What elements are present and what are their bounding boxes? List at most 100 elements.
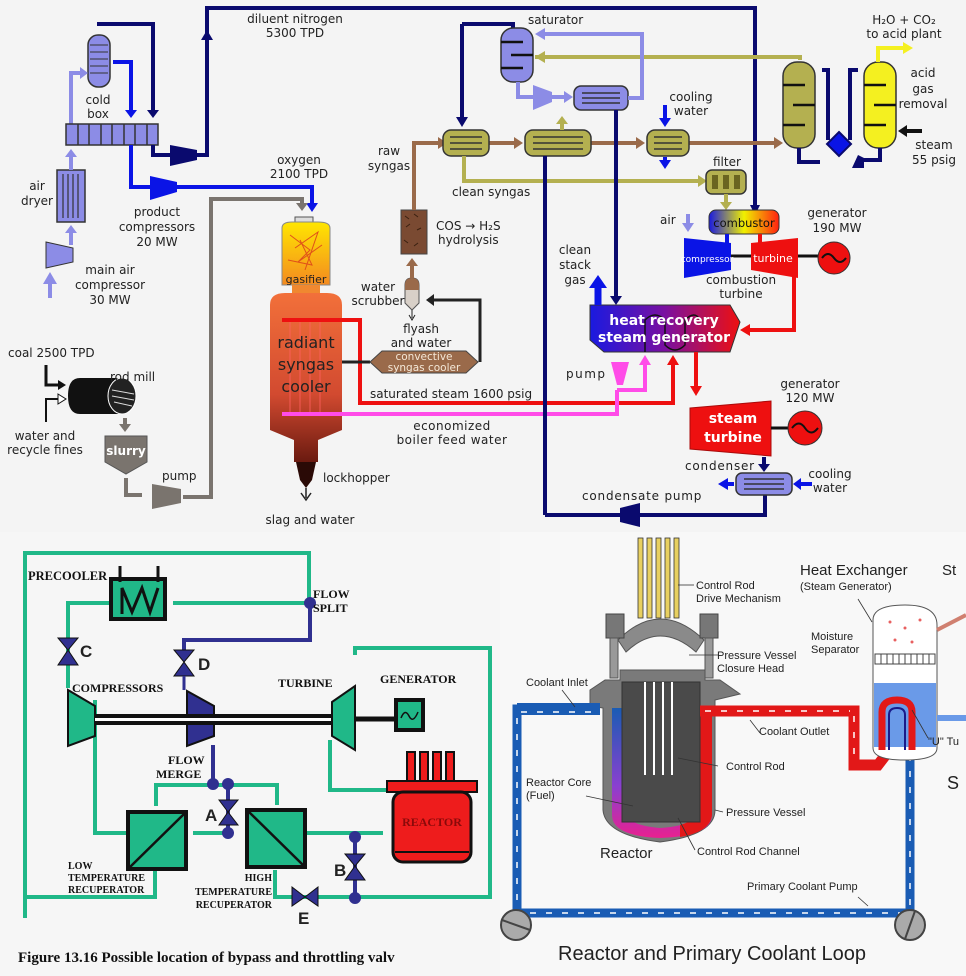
generator <box>394 698 425 732</box>
label-gasifier: gasifier <box>286 273 327 286</box>
valve-b[interactable] <box>343 853 367 881</box>
label-control-rod: Control Rod <box>726 761 785 773</box>
nitrogen-compressor <box>170 145 197 166</box>
label-saturator: saturator <box>528 13 583 27</box>
gt-compressor <box>684 238 731 278</box>
gt-turbine <box>751 238 798 278</box>
label-valve-d: D <box>198 655 210 674</box>
label-clean-syngas: clean syngas <box>452 185 530 199</box>
stack-arrow <box>589 275 607 288</box>
closure-head <box>617 618 705 653</box>
label-s-partial: S <box>947 773 959 793</box>
label-rod-mill: rod mill <box>110 370 155 384</box>
cold-box-column <box>87 34 111 88</box>
steam-turbine <box>689 400 772 457</box>
slurry-tank <box>104 435 148 475</box>
label-condenser: condenser <box>685 459 755 473</box>
primary-coolant-pump-right <box>894 909 926 941</box>
primary-coolant-pump-left <box>500 909 532 941</box>
label-valve-e: E <box>298 909 309 928</box>
clean-syngas-pipe <box>462 156 700 183</box>
feedwater-pipe <box>282 390 619 416</box>
reactor-core <box>621 681 701 823</box>
igcc-diagram <box>43 6 922 527</box>
label-reactor: REACTOR <box>402 815 462 829</box>
label-turbine: turbine <box>753 252 793 265</box>
label-pump-mid: pump <box>566 367 607 381</box>
label-pressure-vessel: Pressure Vessel <box>726 807 805 819</box>
label-steam-generator: (Steam Generator) <box>800 581 892 593</box>
pwr-caption: Reactor and Primary Coolant Loop <box>558 943 866 965</box>
saturator-pump <box>533 85 552 110</box>
steam-generator <box>872 604 966 761</box>
valve-d[interactable] <box>172 649 196 677</box>
label-coolant-inlet: Coolant Inlet <box>526 677 588 689</box>
convective-syngas-cooler <box>369 350 479 374</box>
valve-e[interactable] <box>291 885 319 907</box>
arrow-up-nitrogen <box>201 30 213 40</box>
label-condensate-pump: condensate pump <box>582 489 702 503</box>
label-turbine: TURBINE <box>278 676 333 690</box>
main-air-compressor <box>45 241 74 269</box>
reactor-vessel <box>386 751 478 864</box>
slurry-pipe <box>183 197 304 499</box>
label-heat-exchanger: Heat Exchanger <box>800 562 908 579</box>
radiant-syngas-cooler <box>270 293 342 462</box>
label-filter: filter <box>713 155 741 169</box>
valve-a[interactable] <box>218 799 240 826</box>
air-dryer <box>56 169 86 223</box>
label-compressor: compressor <box>681 255 734 265</box>
control-rod-drive-mechanism <box>637 537 680 619</box>
valve-c[interactable] <box>56 637 80 666</box>
raw-syngas-pipe <box>412 141 440 210</box>
lean-rich-exchanger <box>825 130 853 158</box>
label-pump-left: pump <box>162 469 197 483</box>
label-air: air <box>660 213 676 227</box>
saturated-steam-pipe <box>282 318 675 405</box>
turbine <box>331 684 356 752</box>
brayton-caption: Figure 13.16 Possible location of bypass… <box>18 950 395 966</box>
label-generator: GENERATOR <box>380 672 457 686</box>
label-u-tube: "U" Tu <box>928 736 959 748</box>
pwr-diagram <box>500 532 966 976</box>
label-st-partial: St <box>942 562 957 579</box>
label-reactor: Reactor <box>600 845 653 862</box>
label-coal: coal 2500 TPD <box>8 346 95 360</box>
label-compressors: COMPRESSORS <box>72 681 164 695</box>
slurry-pump <box>152 484 181 509</box>
label-slag: slag and water <box>266 513 355 527</box>
brayton-diagram <box>0 532 500 976</box>
label-saturated-steam: saturated steam 1600 psig <box>370 387 532 401</box>
label-control-rod-channel: Control Rod Channel <box>697 846 800 858</box>
label-reactor-core: Reactor Core(Fuel) <box>526 777 591 802</box>
